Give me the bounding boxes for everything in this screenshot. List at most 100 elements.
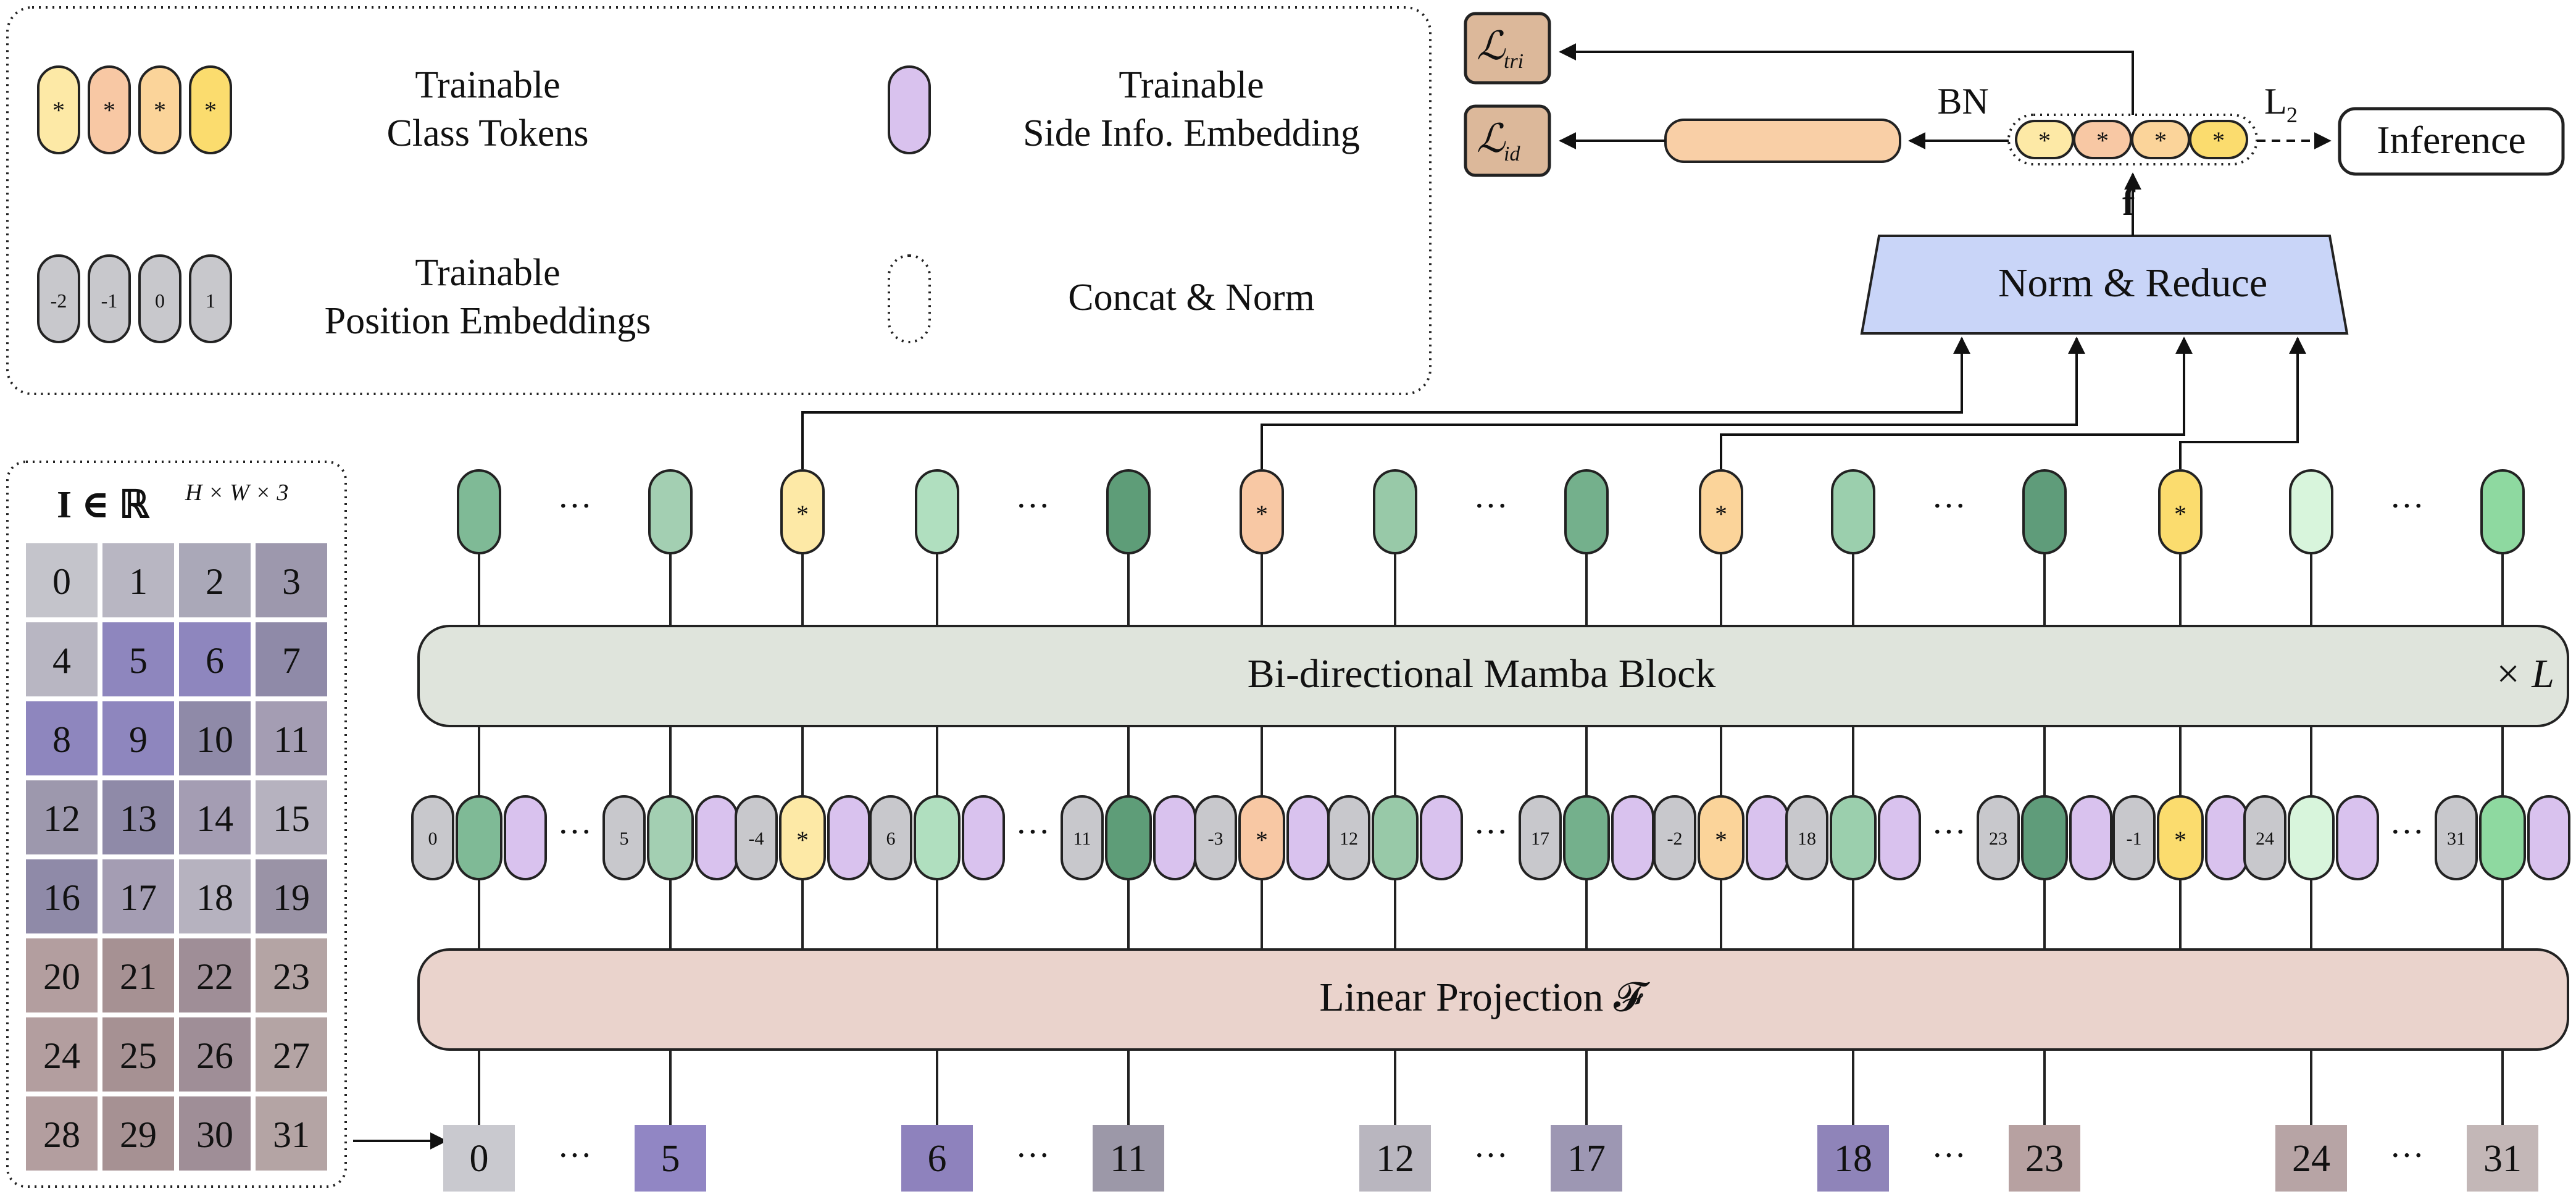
image-patch [256,780,327,854]
side-info-embedding [1611,795,1654,880]
feature-to-tri-loss-arrow [1559,43,2134,115]
image-patch [102,938,174,1012]
token-star: * [1256,500,1268,528]
image-patch [26,938,98,1012]
ellipsis-dots: ··· [1932,487,1966,525]
image-patch [256,1017,327,1092]
position-embedding-label: -1 [2127,829,2142,849]
image-patch [179,938,251,1012]
legend-panel: * * * * Trainable Class Tokens Trainable… [6,6,1432,395]
image-patch [26,701,98,775]
input-patch-label: 0 [470,1138,489,1180]
token-star: * [2038,127,2051,154]
patch-token [456,795,502,880]
position-embedding [1519,795,1562,880]
bn-feature-bar [1664,119,1901,163]
position-embedding-label: -2 [1667,829,1683,849]
image-patch-index: 17 [120,877,157,918]
token-star: * [2096,127,2109,154]
input-patch [901,1125,973,1192]
side-info-embedding [827,795,870,880]
output-patch-token [915,469,959,554]
position-embedding-label: 6 [886,829,896,849]
class-token-routes [801,336,2306,469]
side-info-embedding [2205,795,2248,880]
norm-reduce-block [1860,235,2349,335]
id-loss-sub: id [1504,143,1520,165]
position-embedding-label: 12 [1340,829,1358,849]
output-patch-token [1106,469,1151,554]
input-patch [2467,1125,2538,1192]
image-patch [102,543,174,617]
ellipsis-dots: ··· [1473,1137,1508,1175]
l2-label: L [2264,81,2287,122]
input-patch [1359,1125,1431,1192]
legend-side-info-icon [888,65,931,154]
position-embedding [1785,795,1828,880]
token-star: * [154,96,166,124]
ellipsis-dots: ··· [1015,813,1050,851]
legend-class-tokens-line2: Class Tokens [387,112,589,154]
position-embedding [869,795,912,880]
image-patch-index: 13 [120,798,157,839]
output-patch-token [648,469,693,554]
image-patch-index: 5 [129,640,148,681]
input-patch-label: 31 [2483,1138,2522,1180]
output-patch-token [1831,469,1875,554]
route-class-token-4 [2179,336,2306,469]
output-class-token [2158,469,2203,554]
side-info-embedding [1420,795,1463,880]
token-star: * [796,826,809,854]
triplet-loss-box [1464,12,1551,85]
image-patch-index: 0 [52,561,71,602]
position-embedding [2435,795,2478,880]
image-patch [179,701,251,775]
ellipsis-dots: ··· [557,487,592,525]
inference-box [2338,107,2565,176]
position-example: -2 [51,290,67,312]
position-embedding [1977,795,2020,880]
side-info-embedding [504,795,547,880]
legend-position-line1: Trainable [415,252,560,294]
image-patch-index: 11 [273,719,309,760]
class-token [1698,795,1744,880]
output-token-row: ****··············· [457,469,2525,626]
side-info-embedding [962,795,1005,880]
image-patch-index: 8 [52,719,71,760]
image-patch-index: 22 [196,956,233,997]
position-embedding-label: 18 [1798,829,1816,849]
patch-token [2021,795,2068,880]
ellipsis-dots: ··· [1015,1137,1050,1175]
ellipsis-dots: ··· [1473,813,1508,851]
image-patch-index: 6 [206,640,224,681]
image-patch-index: 15 [273,798,310,839]
image-patch-index: 23 [273,956,310,997]
position-embedding [1194,795,1237,880]
input-patch [1817,1125,1889,1192]
position-embedding [1327,795,1370,880]
output-patch-token [1373,469,1417,554]
ellipsis-dots: ··· [1473,487,1508,525]
position-embedding [2243,795,2286,880]
position-embedding-label: 31 [2447,829,2466,849]
image-patch [179,1096,251,1171]
route-class-token-2 [1261,336,2085,469]
position-example: -1 [101,290,118,312]
legend-position-icon: -2 -1 0 1 [37,254,232,343]
position-example: 0 [155,290,165,312]
ellipsis-dots: ··· [2390,487,2424,525]
image-patch [26,780,98,854]
output-patch-token [457,469,501,554]
feature-concat: * * * * [2007,114,2258,165]
image-patch [256,938,327,1012]
input-patch-label: 6 [928,1138,947,1180]
patch-token [2288,795,2335,880]
output-patch-token [2289,469,2333,554]
output-patch-token [1564,469,1609,554]
output-patch-token [2480,469,2525,554]
patch-token [2479,795,2526,880]
